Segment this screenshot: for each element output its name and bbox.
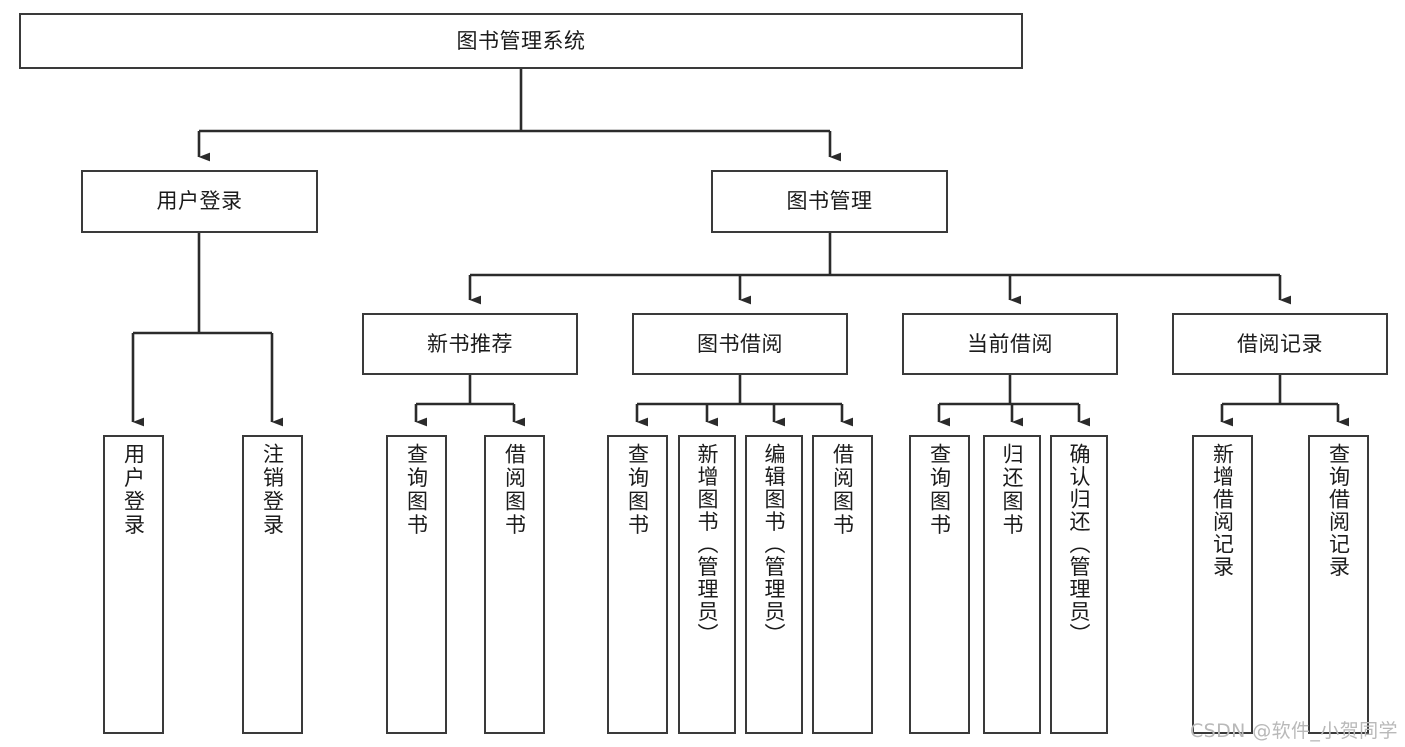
- leaf-borrow-book-1-label: 借阅图书: [502, 443, 527, 537]
- leaf-logout[interactable]: 注销登录: [242, 435, 303, 734]
- node-current-borrow[interactable]: 当前借阅: [902, 313, 1118, 375]
- leaf-return-book[interactable]: 归还图书: [983, 435, 1041, 734]
- leaf-borrow-book-1[interactable]: 借阅图书: [484, 435, 545, 734]
- node-borrow-record-label: 借阅记录: [1237, 331, 1323, 356]
- leaf-add-book-label: 新增图书（管理员）: [695, 443, 720, 646]
- leaf-query-record-label: 查询借阅记录: [1326, 443, 1351, 578]
- leaf-logout-label: 注销登录: [260, 443, 285, 537]
- leaf-edit-book[interactable]: 编辑图书（管理员）: [745, 435, 803, 734]
- leaf-add-book[interactable]: 新增图书（管理员）: [678, 435, 736, 734]
- node-new-book-rec-label: 新书推荐: [427, 331, 513, 356]
- leaf-return-book-label: 归还图书: [1000, 443, 1025, 537]
- leaf-query-book-1-label: 查询图书: [404, 443, 429, 537]
- node-book-manage-label: 图书管理: [786, 189, 873, 214]
- leaf-confirm-return-label: 确认归还（管理员）: [1067, 443, 1092, 646]
- node-book-borrow-label: 图书借阅: [697, 331, 783, 356]
- node-user-login-label: 用户登录: [156, 189, 243, 214]
- leaf-query-record[interactable]: 查询借阅记录: [1308, 435, 1369, 734]
- leaf-user-login[interactable]: 用户登录: [103, 435, 164, 734]
- node-current-borrow-label: 当前借阅: [967, 331, 1053, 356]
- node-root-label: 图书管理系统: [456, 28, 586, 53]
- leaf-query-book-2[interactable]: 查询图书: [607, 435, 668, 734]
- leaf-query-book-3[interactable]: 查询图书: [909, 435, 970, 734]
- node-new-book-rec[interactable]: 新书推荐: [362, 313, 578, 375]
- leaf-add-record-label: 新增借阅记录: [1210, 443, 1235, 578]
- leaf-query-book-1[interactable]: 查询图书: [386, 435, 447, 734]
- leaf-borrow-book-2-label: 借阅图书: [830, 443, 855, 537]
- leaf-query-book-2-label: 查询图书: [625, 443, 650, 537]
- leaf-confirm-return[interactable]: 确认归还（管理员）: [1050, 435, 1108, 734]
- node-book-manage[interactable]: 图书管理: [711, 170, 948, 233]
- node-borrow-record[interactable]: 借阅记录: [1172, 313, 1388, 375]
- node-root[interactable]: 图书管理系统: [19, 13, 1023, 69]
- node-book-borrow[interactable]: 图书借阅: [632, 313, 848, 375]
- leaf-borrow-book-2[interactable]: 借阅图书: [812, 435, 873, 734]
- leaf-add-record[interactable]: 新增借阅记录: [1192, 435, 1253, 734]
- leaf-edit-book-label: 编辑图书（管理员）: [762, 443, 787, 646]
- node-user-login[interactable]: 用户登录: [81, 170, 318, 233]
- leaf-user-login-label: 用户登录: [121, 443, 146, 537]
- leaf-query-book-3-label: 查询图书: [927, 443, 952, 537]
- csdn-watermark: CSDN @软件_小贺同学: [1190, 720, 1398, 742]
